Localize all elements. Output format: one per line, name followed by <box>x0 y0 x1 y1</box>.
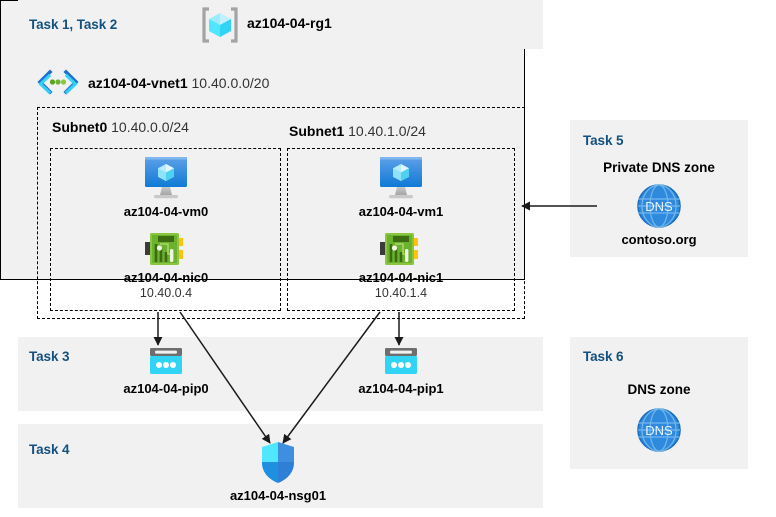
subnet0-name: Subnet0 <box>52 119 108 135</box>
vnet-address-space: 10.40.0.0/20 <box>191 75 270 91</box>
pip0-name: az104-04-pip0 <box>123 381 209 396</box>
subnet1-name: Subnet1 <box>289 123 345 139</box>
private-dns-zone-node: DNS contoso.org <box>599 182 719 248</box>
pip0-node: az104-04-pip0 <box>106 346 226 397</box>
task-label-private-dns: Task 5 <box>583 133 624 148</box>
nic1-node: az104-04-nic1 10.40.1.4 <box>341 230 461 302</box>
resource-group-name: az104-04-rg1 <box>247 15 332 31</box>
public-ip-icon <box>150 348 182 374</box>
public-ip-icon <box>385 348 417 374</box>
subnet0-box <box>50 148 281 311</box>
private-dns-zone-name: contoso.org <box>621 232 697 247</box>
nsg-node: az104-04-nsg01 <box>218 441 338 504</box>
nic0-name: az104-04-nic0 <box>123 270 209 285</box>
vnet-header: az104-04-vnet1 10.40.0.0/20 <box>88 75 269 91</box>
dns-zone-icon: DNS <box>637 408 681 452</box>
resource-group-icon <box>200 6 240 44</box>
network-security-group-icon <box>262 442 294 483</box>
nic0-private-ip: 10.40.0.4 <box>139 286 193 301</box>
virtual-machine-icon <box>380 157 422 199</box>
virtual-machine-icon <box>145 157 187 199</box>
nsg-name: az104-04-nsg01 <box>229 488 327 503</box>
dns-icon-label: DNS <box>645 423 673 438</box>
subnet1-cidr: 10.40.1.0/24 <box>348 123 426 139</box>
task-label-pip: Task 3 <box>29 349 70 364</box>
vnet-name: az104-04-vnet1 <box>88 75 188 91</box>
subnet0-header: Subnet0 10.40.0.0/24 <box>52 119 189 135</box>
subnet0-cidr: 10.40.0.0/24 <box>111 119 189 135</box>
pip1-node: az104-04-pip1 <box>341 346 461 397</box>
resource-group-name-text: az104-04-rg1 <box>247 15 332 31</box>
nic1-private-ip: 10.40.1.4 <box>374 286 428 301</box>
dns-icon-label: DNS <box>645 199 673 214</box>
subnet1-box <box>287 148 515 311</box>
nic1-name: az104-04-nic1 <box>358 270 444 285</box>
subnets-container <box>37 107 525 319</box>
network-interface-icon <box>145 233 183 265</box>
resource-group-panel <box>18 0 543 49</box>
nic0-node: az104-04-nic0 10.40.0.4 <box>106 230 226 302</box>
task-label-rg: Task 1, Task 2 <box>29 17 118 32</box>
dns-zone-node: DNS <box>599 406 719 454</box>
task-label-nsg: Task 4 <box>29 442 70 457</box>
task-label-dns: Task 6 <box>583 349 624 364</box>
vm0-name: az104-04-vm0 <box>123 204 209 219</box>
pip1-name: az104-04-pip1 <box>358 381 444 396</box>
vm0-node: az104-04-vm0 <box>106 155 226 220</box>
virtual-network-icon <box>36 68 80 96</box>
vm1-name: az104-04-vm1 <box>358 204 444 219</box>
private-dns-zone-title: Private DNS zone <box>603 160 715 175</box>
public-ip-panel <box>18 337 543 411</box>
network-interface-icon <box>380 233 418 265</box>
vm1-node: az104-04-vm1 <box>341 155 461 220</box>
subnet1-header: Subnet1 10.40.1.0/24 <box>289 123 426 139</box>
dns-zone-icon: DNS <box>637 184 681 228</box>
dns-zone-title: DNS zone <box>627 382 691 397</box>
